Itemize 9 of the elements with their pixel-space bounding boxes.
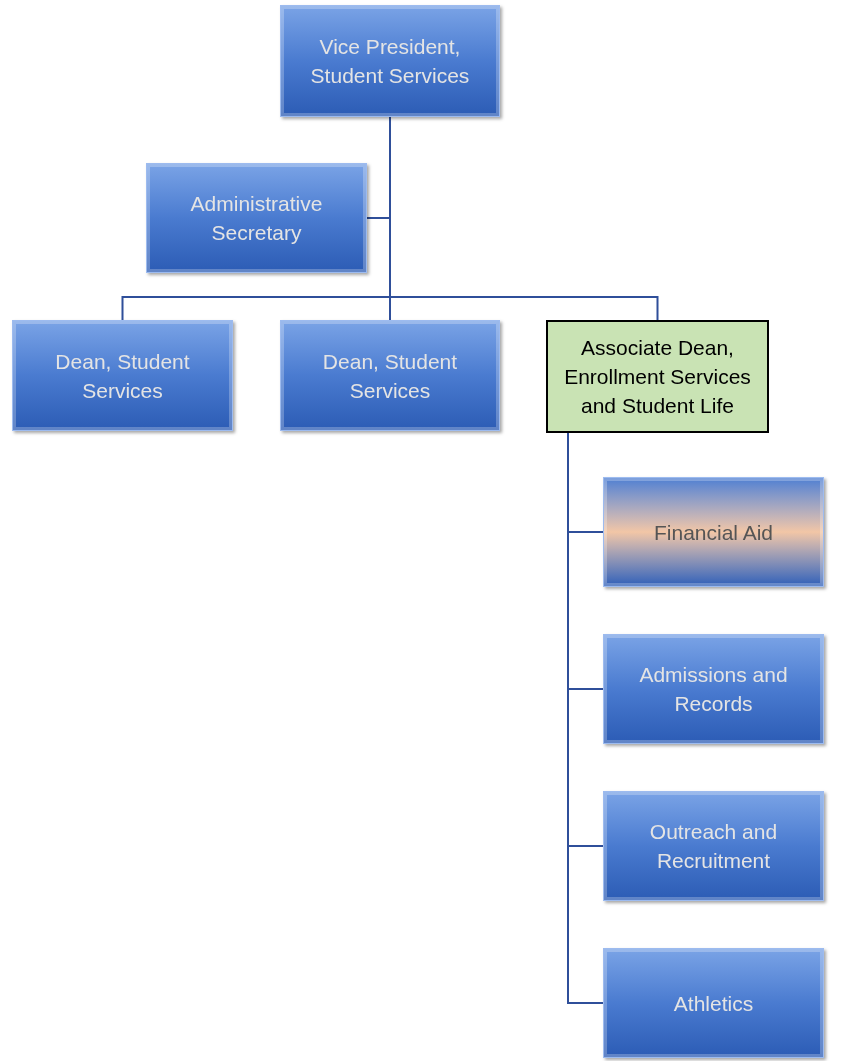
position-box: Administrative Secretary bbox=[146, 163, 367, 273]
position-box: Vice President, Student Services bbox=[280, 5, 500, 117]
position-box: Athletics bbox=[603, 948, 824, 1058]
position-box: Dean, Student Services bbox=[12, 320, 233, 431]
position-box: Dean, Student Services bbox=[280, 320, 500, 431]
position-box: Outreach and Recruitment bbox=[603, 791, 824, 901]
position-box: Associate Dean, Enrollment Services and Student Life bbox=[546, 320, 769, 433]
position-box: Financial Aid bbox=[603, 477, 824, 587]
position-box: Admissions and Records bbox=[603, 634, 824, 744]
